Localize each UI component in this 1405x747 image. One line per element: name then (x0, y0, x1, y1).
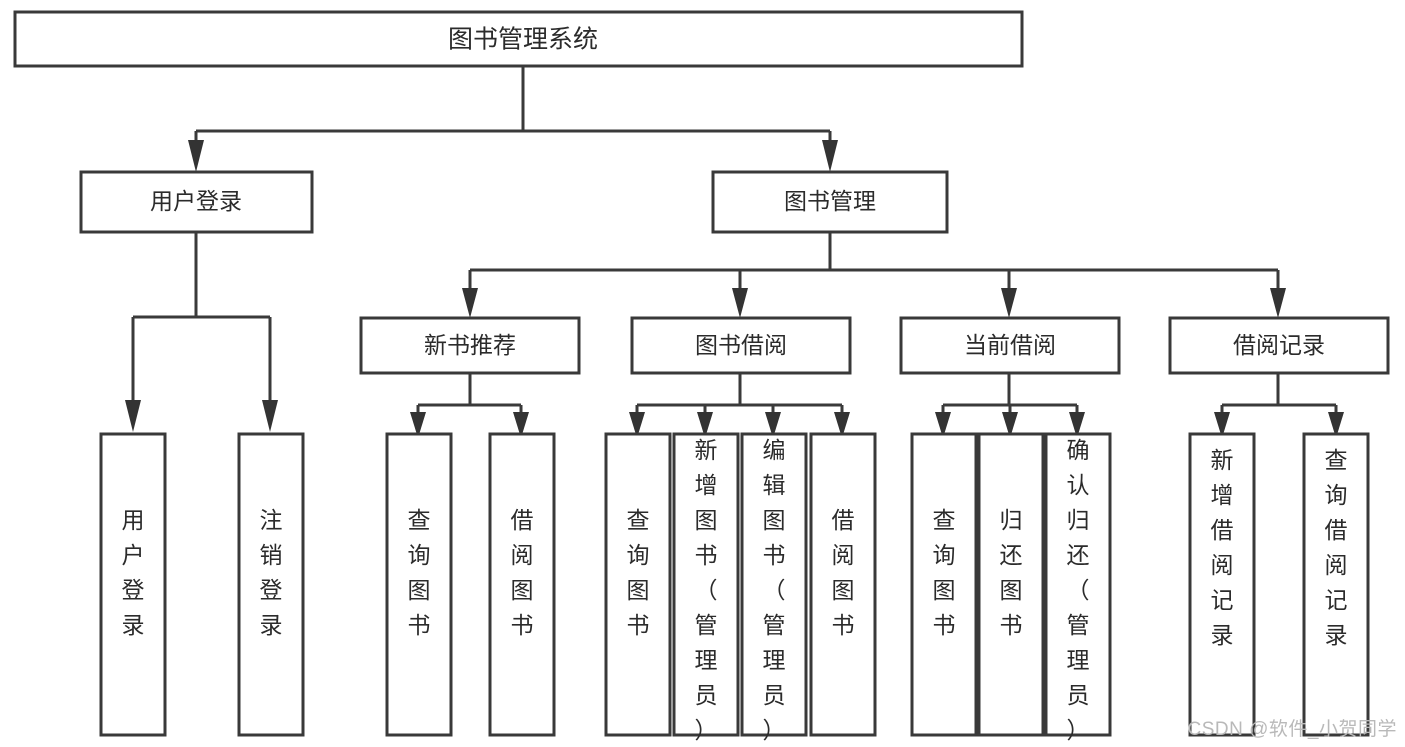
arrow-to-current-borrow (1001, 288, 1017, 318)
node-root[interactable]: 图书管理系统 (13, 10, 1024, 68)
arrow-to-leaf-user-login (125, 400, 141, 432)
leaf-add-record[interactable]: 新增借阅记录 (1188, 432, 1256, 737)
leaf-query-record-label: 查询借阅记录 (1325, 447, 1348, 648)
arrow-to-leaf-confirm-return (1069, 412, 1085, 438)
arrow-to-leaf-query-record (1328, 412, 1344, 438)
node-user-login[interactable]: 用户登录 (79, 170, 314, 234)
leaf-borrow-book-1[interactable]: 借阅图书 (488, 432, 556, 737)
leaf-query-book-2-label: 查询图书 (627, 507, 650, 638)
leaf-query-book-1-box[interactable] (385, 432, 453, 737)
node-root-box[interactable] (13, 10, 1024, 68)
leaf-edit-book-box[interactable] (740, 432, 808, 737)
leaf-borrow-book-1-label: 借阅图书 (511, 507, 534, 638)
leaf-borrow-book-1-box[interactable] (488, 432, 556, 737)
node-user-login-box[interactable] (79, 170, 314, 234)
leaf-logout-login-box[interactable] (237, 432, 305, 737)
node-current-borrow[interactable]: 当前借阅 (899, 316, 1121, 375)
leaf-query-book-3-box[interactable] (910, 432, 978, 737)
leaf-return-book[interactable]: 归还图书 (977, 432, 1045, 737)
node-book-management-box[interactable] (711, 170, 949, 234)
leaf-edit-book[interactable]: 编辑图书（管理员） (740, 432, 808, 743)
node-book-borrow-label: 图书借阅 (695, 332, 787, 358)
leaf-borrow-book-2[interactable]: 借阅图书 (809, 432, 877, 737)
arrow-to-leaf-query-book-2 (629, 412, 645, 438)
leaf-query-record[interactable]: 查询借阅记录 (1302, 432, 1370, 737)
node-user-login-label: 用户登录 (150, 188, 242, 214)
leaf-logout-login[interactable]: 注销登录 (237, 432, 305, 737)
connector-layer (125, 66, 1344, 438)
leaf-query-book-1[interactable]: 查询图书 (385, 432, 453, 737)
arrow-to-user-login (188, 140, 204, 172)
leaf-return-book-label: 归还图书 (1000, 507, 1023, 638)
node-borrow-record-label: 借阅记录 (1233, 332, 1325, 358)
leaf-borrow-book-2-label: 借阅图书 (832, 507, 855, 638)
arrow-to-leaf-logout-login (262, 400, 278, 432)
leaf-edit-book-label: 编辑图书（管理员） (763, 437, 786, 743)
arrow-to-leaf-query-book-1 (410, 412, 426, 438)
leaf-add-record-label: 新增借阅记录 (1211, 447, 1234, 648)
leaf-query-book-3-label: 查询图书 (933, 507, 956, 638)
arrow-to-leaf-borrow-book-1 (513, 412, 529, 438)
arrow-to-borrow-record (1270, 288, 1286, 318)
leaf-user-login[interactable]: 用户登录 (99, 432, 167, 737)
node-book-management-label: 图书管理 (784, 188, 876, 214)
leaf-confirm-return[interactable]: 确认归还（管理员） (1044, 432, 1112, 743)
leaf-query-record-box[interactable] (1302, 432, 1370, 737)
node-current-borrow-label: 当前借阅 (964, 332, 1056, 358)
leaf-query-book-3[interactable]: 查询图书 (910, 432, 978, 737)
leaf-query-book-1-label: 查询图书 (408, 507, 431, 638)
leaf-user-login-label: 用户登录 (122, 507, 145, 638)
leaf-confirm-return-box[interactable] (1044, 432, 1112, 737)
leaf-return-book-box[interactable] (977, 432, 1045, 737)
arrow-to-leaf-add-book (697, 412, 713, 438)
node-current-borrow-box[interactable] (899, 316, 1121, 375)
leaf-logout-login-label: 注销登录 (260, 507, 283, 638)
arrow-to-leaf-query-book-3 (935, 412, 951, 438)
node-new-book-recommend-box[interactable] (359, 316, 581, 375)
leaf-query-book-2-box[interactable] (604, 432, 672, 737)
arrow-to-book-borrow (732, 288, 748, 318)
node-book-management[interactable]: 图书管理 (711, 170, 949, 234)
arrow-to-leaf-borrow-book-2 (834, 412, 850, 438)
leaf-query-book-2[interactable]: 查询图书 (604, 432, 672, 737)
leaf-add-book[interactable]: 新增图书（管理员） (672, 432, 740, 743)
node-new-book-recommend-label: 新书推荐 (424, 332, 516, 358)
arrow-to-leaf-add-record (1214, 412, 1230, 438)
node-borrow-record-box[interactable] (1168, 316, 1390, 375)
leaf-user-login-box[interactable] (99, 432, 167, 737)
leaf-add-book-box[interactable] (672, 432, 740, 737)
node-root-label: 图书管理系统 (448, 26, 598, 54)
leaf-add-book-label: 新增图书（管理员） (695, 437, 718, 743)
arrow-to-book-management (822, 140, 838, 172)
arrow-to-new-book-recommend (462, 288, 478, 318)
node-book-borrow-box[interactable] (630, 316, 852, 375)
leaf-confirm-return-label: 确认归还（管理员） (1067, 437, 1090, 743)
node-new-book-recommend[interactable]: 新书推荐 (359, 316, 581, 375)
arrow-to-leaf-edit-book (765, 412, 781, 438)
arrow-to-leaf-return-book (1002, 412, 1018, 438)
leaf-borrow-book-2-box[interactable] (809, 432, 877, 737)
node-borrow-record[interactable]: 借阅记录 (1168, 316, 1390, 375)
leaf-add-record-box[interactable] (1188, 432, 1256, 737)
node-book-borrow[interactable]: 图书借阅 (630, 316, 852, 375)
